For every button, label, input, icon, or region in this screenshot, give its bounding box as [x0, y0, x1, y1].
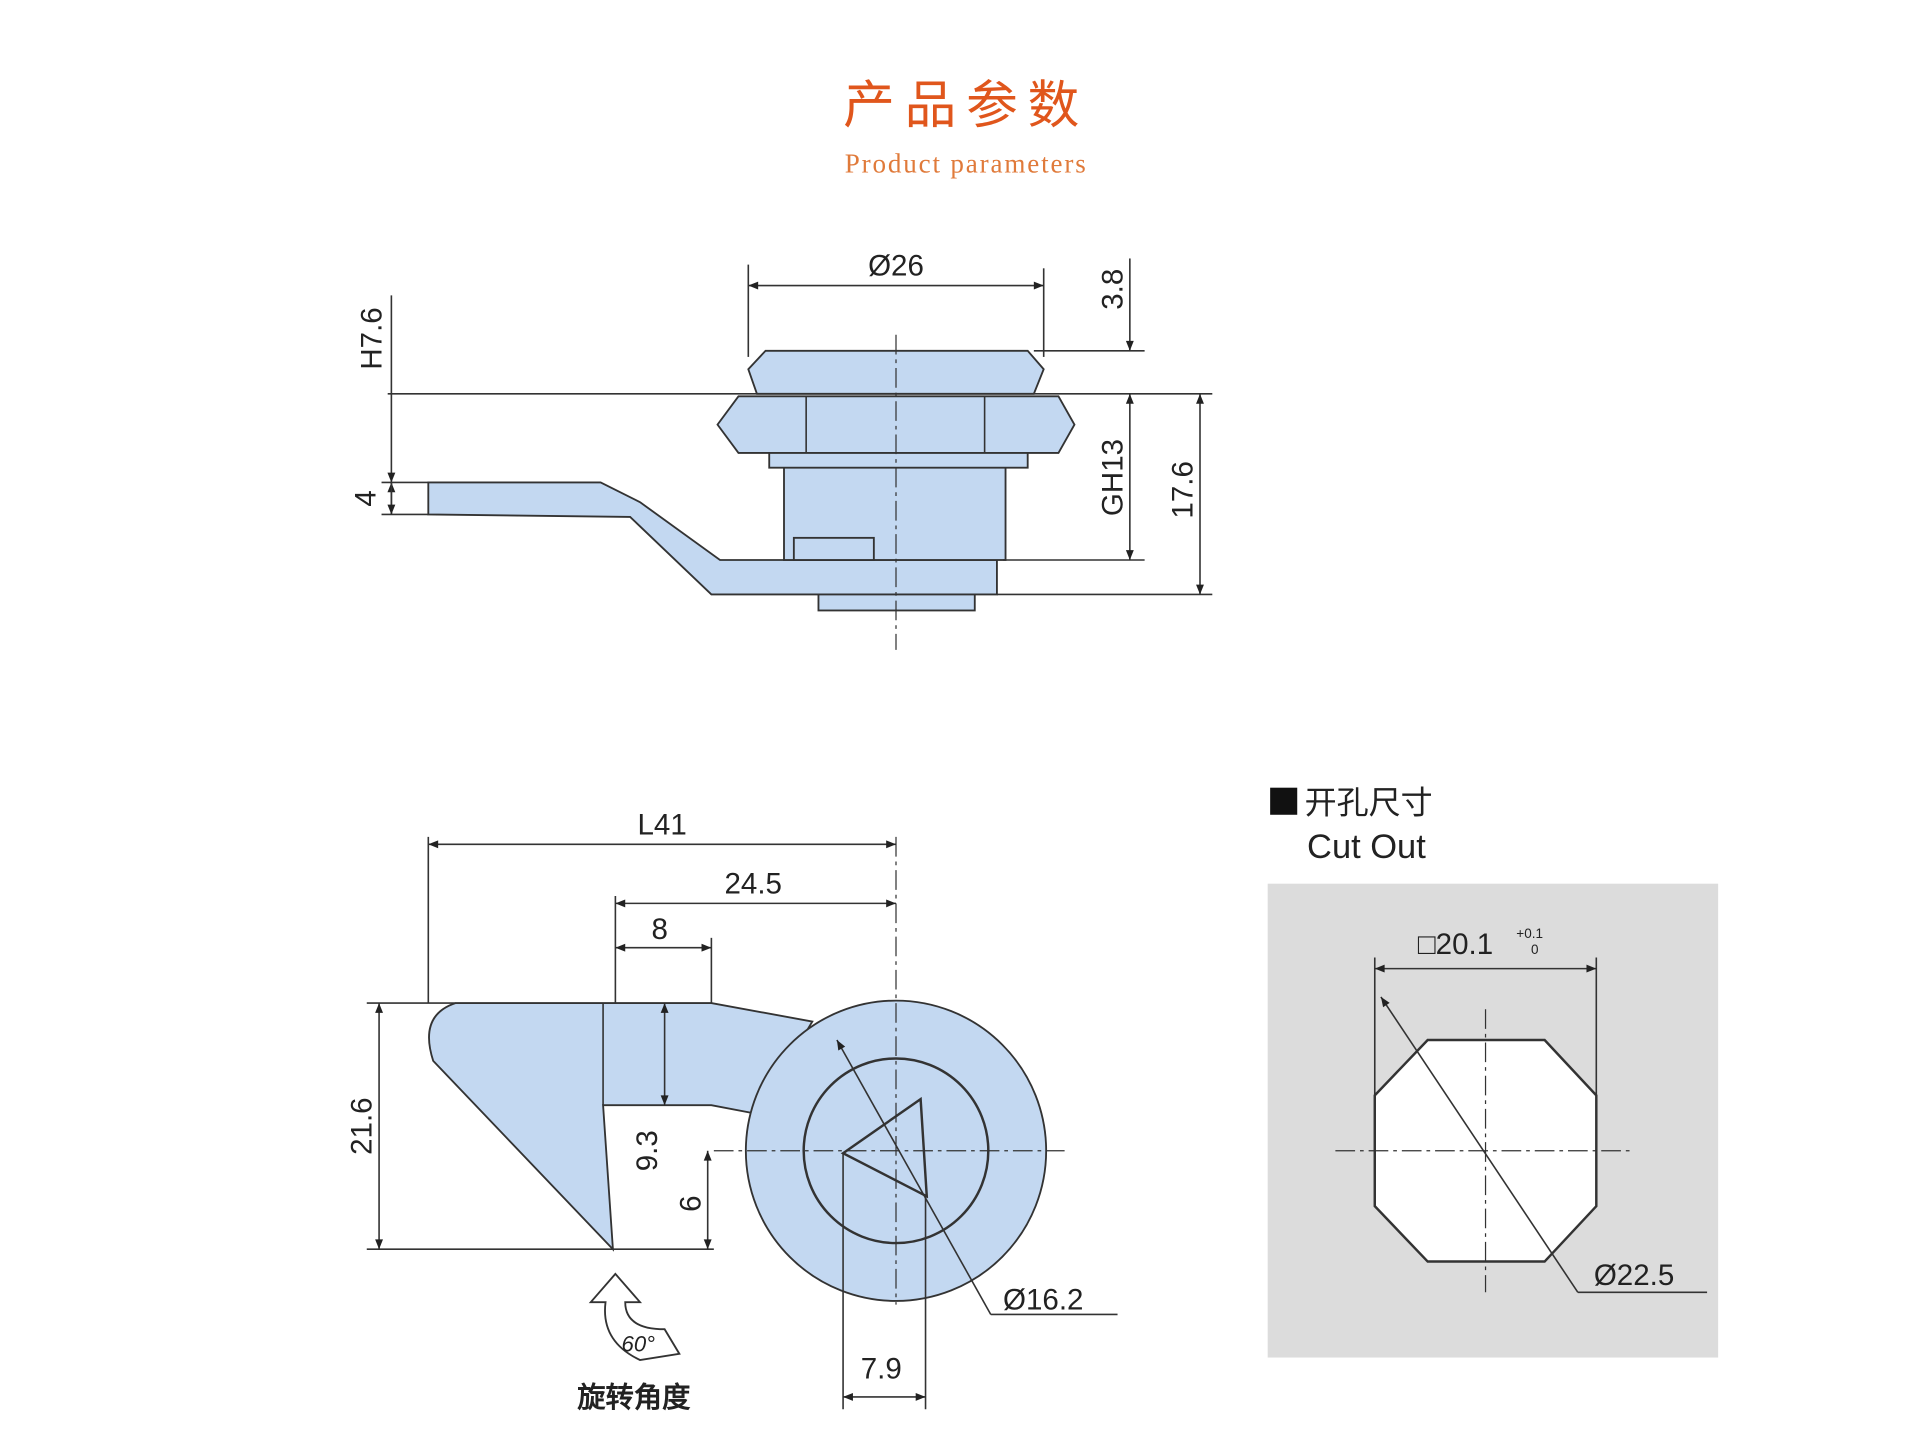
screw-block [792, 536, 875, 561]
page-title: 产品参数 [843, 76, 1089, 136]
dim-lower: 6 [674, 1195, 707, 1211]
dim-length: L41 [638, 808, 687, 841]
dim-arm-height: 9.3 [631, 1130, 664, 1171]
dim-total-height: 17.6 [1167, 461, 1200, 518]
bullet-square-icon [1270, 787, 1298, 815]
cam-arm-side [427, 481, 998, 596]
dim-width: 8 [651, 913, 667, 946]
dim-cutout-diameter: Ø22.5 [1594, 1259, 1674, 1292]
dim-square: □20.1 [1418, 928, 1493, 961]
dim-offset: 24.5 [725, 868, 782, 901]
dim-gh: GH13 [1096, 439, 1129, 516]
triangle-key [840, 1096, 929, 1199]
dim-cap-diameter: Ø26 [868, 250, 924, 283]
tolerance-lower: 0 [1531, 942, 1539, 957]
cutout-section: 开孔尺寸 Cut Out □20.1 +0.1 0 Ø22.5 [1267, 784, 1719, 1358]
rotation-angle: 60° [622, 1331, 656, 1356]
cutout-title: 开孔尺寸 [1305, 784, 1433, 822]
side-view: Ø26 3.8 GH13 17.6 H7.6 4 [349, 250, 1213, 650]
rotation-label: 旋转角度 [577, 1381, 691, 1414]
dim-triangle: 7.9 [861, 1352, 902, 1385]
dim-cap-height: 3.8 [1096, 269, 1129, 310]
rotation-arrow-icon [588, 1272, 681, 1361]
dim-height: 21.6 [346, 1097, 379, 1154]
page-subtitle: Product parameters [845, 148, 1088, 178]
dim-h: H7.6 [356, 307, 389, 369]
dim-arm-thickness: 4 [349, 490, 382, 506]
cutout-subtitle: Cut Out [1307, 828, 1426, 866]
dim-inner-diameter: Ø16.2 [1003, 1284, 1083, 1317]
tolerance-upper: +0.1 [1516, 926, 1543, 941]
front-view: L41 24.5 8 21.6 9.3 6 7.9 Ø16.2 60° 旋转角度 [346, 808, 1118, 1414]
